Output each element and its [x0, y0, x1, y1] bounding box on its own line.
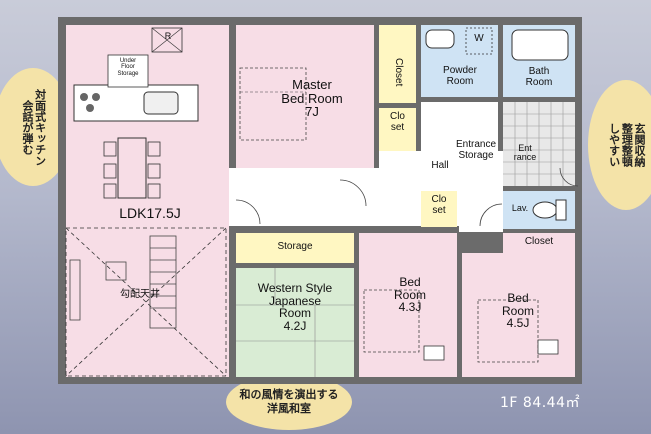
- entrance-callout: 玄関収納 整理整頓 しやすい: [588, 80, 651, 210]
- ceiling-mark: R: [164, 31, 172, 41]
- bath-label: Bath Room: [525, 66, 553, 88]
- master-bed: [239, 67, 307, 141]
- western-label: Western Style Japanese Room 4.2J: [257, 281, 333, 333]
- kitchen-counter: [73, 84, 199, 122]
- toilet: [532, 201, 558, 219]
- atrium-floor: [66, 226, 229, 377]
- under-floor-label: Under Floor Storage: [117, 58, 139, 77]
- washer-box: [465, 27, 493, 55]
- storage-floor: [236, 233, 354, 263]
- bed1-label: Bed Room 4.3J: [393, 275, 426, 315]
- powder-label: Powder Room: [443, 65, 477, 87]
- kitchen-callout-text: 対面式キッチン 会話が弾む: [21, 88, 47, 166]
- ldk-label: LDK17.5J: [119, 205, 181, 221]
- closet-small-floor: [379, 108, 416, 151]
- entrance-label: Ent rance: [513, 143, 537, 163]
- washitsu-callout-text: 和の風情を演出する 洋風和室: [239, 388, 339, 415]
- atrium-outline: [65, 227, 227, 377]
- hall-floor-2: [379, 151, 503, 171]
- entrance-callout-text: 玄関収納 整理整頓 しやすい: [607, 123, 646, 167]
- stove: [80, 93, 100, 112]
- closet-master-label: Closet: [392, 57, 404, 87]
- lav-label: Lav.: [511, 203, 529, 213]
- closet-master-floor: [379, 25, 416, 103]
- washer-label: W: [474, 33, 484, 44]
- bed2-label: Bed Room 4.5J: [501, 291, 534, 331]
- closet-hall-floor: [421, 191, 457, 227]
- entrance-storage-label: Entrance Storage: [455, 139, 497, 161]
- hall-label: Hall: [431, 160, 449, 171]
- floor-area: 1F 84.44㎡: [500, 395, 580, 411]
- dining-table: [117, 137, 147, 199]
- master-floor: [236, 25, 374, 180]
- bed2-cutout: [462, 233, 503, 253]
- sink: [143, 91, 179, 115]
- atrium-label: 勾配天井: [120, 289, 160, 300]
- hall-floor-3: [459, 186, 503, 232]
- hall-floor: [229, 168, 503, 226]
- master-label: Master Bed Room 7J: [281, 77, 343, 120]
- western-floor: [236, 268, 354, 377]
- bathtub: [511, 29, 569, 61]
- storage-label: Storage: [277, 241, 313, 252]
- closet-lav-label: Closet: [524, 236, 554, 247]
- closet-small-label: Clo set: [389, 111, 405, 133]
- closet-hall-label: Clo set: [431, 194, 447, 216]
